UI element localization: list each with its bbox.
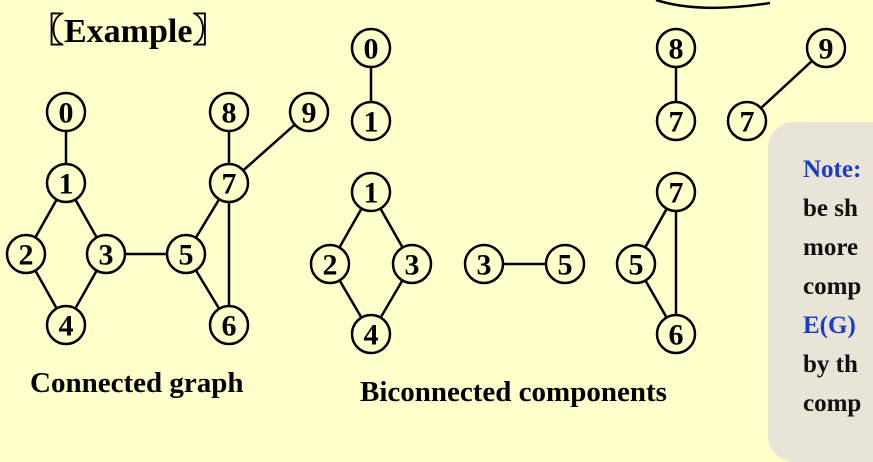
node-label: 1 <box>364 106 379 139</box>
node-label: 6 <box>222 310 237 343</box>
node-label: 8 <box>669 33 684 66</box>
node-label: 3 <box>477 249 492 282</box>
note-line: more <box>803 234 859 261</box>
comp-2-node-2: 2 <box>309 243 351 285</box>
node-label: 7 <box>740 106 755 139</box>
node-label: 2 <box>19 239 34 272</box>
note-line: comp <box>803 390 862 417</box>
comp-4-node-6: 6 <box>655 313 697 355</box>
comp-5-node-8: 8 <box>655 27 697 69</box>
connected-node-7: 7 <box>208 162 250 204</box>
node-label: 6 <box>669 319 684 352</box>
connected-graph-caption: Connected graph <box>30 367 243 399</box>
connected-node-8: 8 <box>208 91 250 133</box>
node-label: 4 <box>59 310 74 343</box>
connected-node-4: 4 <box>45 304 87 346</box>
comp-4-node-7: 7 <box>655 171 697 213</box>
node-label: 3 <box>405 249 420 282</box>
node-label: 5 <box>629 249 644 282</box>
node-label: 7 <box>222 168 237 201</box>
comp-1-node-0: 0 <box>350 27 392 69</box>
node-label: 2 <box>323 249 338 282</box>
comp-1-node-1: 1 <box>350 100 392 142</box>
node-label: 9 <box>302 97 317 130</box>
node-label: 7 <box>669 106 684 139</box>
comp-4-node-5: 5 <box>615 243 657 285</box>
note-line: E(G) <box>803 312 856 339</box>
callout-arc <box>655 0 771 10</box>
comp-2-node-1: 1 <box>350 171 392 213</box>
connected-node-9: 9 <box>288 91 330 133</box>
edges <box>24 47 827 335</box>
note-line: Note: <box>803 156 862 183</box>
comp-6-node-7: 7 <box>726 100 768 142</box>
node-label: 0 <box>364 33 379 66</box>
note-line: by th <box>803 351 858 378</box>
note-line: comp <box>803 273 862 300</box>
comp-3-node-5: 5 <box>544 243 586 285</box>
example-heading: 〖Example〗 <box>30 12 226 50</box>
node-label: 5 <box>558 249 573 282</box>
connected-node-3: 3 <box>85 233 127 275</box>
node-label: 0 <box>59 97 74 130</box>
connected-node-0: 0 <box>45 91 87 133</box>
nodes: 0 1 2 3 4 5 6 7 8 9 0 1 1 2 3 4 3 5 5 7 6 8 7 7 9 <box>5 27 847 355</box>
comp-2-node-3: 3 <box>391 243 433 285</box>
comp-2-node-4: 4 <box>350 313 392 355</box>
biconnected-components-caption: Biconnected components <box>360 376 667 408</box>
node-label: 5 <box>179 239 194 272</box>
node-label: 1 <box>364 177 379 210</box>
connected-node-2: 2 <box>5 233 47 275</box>
comp-6-node-9: 9 <box>805 27 847 69</box>
node-label: 1 <box>59 168 74 201</box>
note-box <box>768 122 873 462</box>
note-line: be sh <box>803 195 858 222</box>
node-label: 4 <box>364 319 379 352</box>
node-label: 9 <box>819 33 834 66</box>
node-label: 3 <box>99 239 114 272</box>
connected-node-5: 5 <box>165 233 207 275</box>
node-label: 8 <box>222 97 237 130</box>
comp-3-node-3: 3 <box>463 243 505 285</box>
comp-5-node-7: 7 <box>655 100 697 142</box>
node-label: 7 <box>669 177 684 210</box>
connected-node-1: 1 <box>45 162 87 204</box>
connected-node-6: 6 <box>208 304 250 346</box>
graph-diagram: 〖Example〗 0 1 2 3 4 5 6 7 8 9 0 1 1 2 3 4 3 5 5 7 6 8 7 7 9 Conn… <box>5 12 847 408</box>
